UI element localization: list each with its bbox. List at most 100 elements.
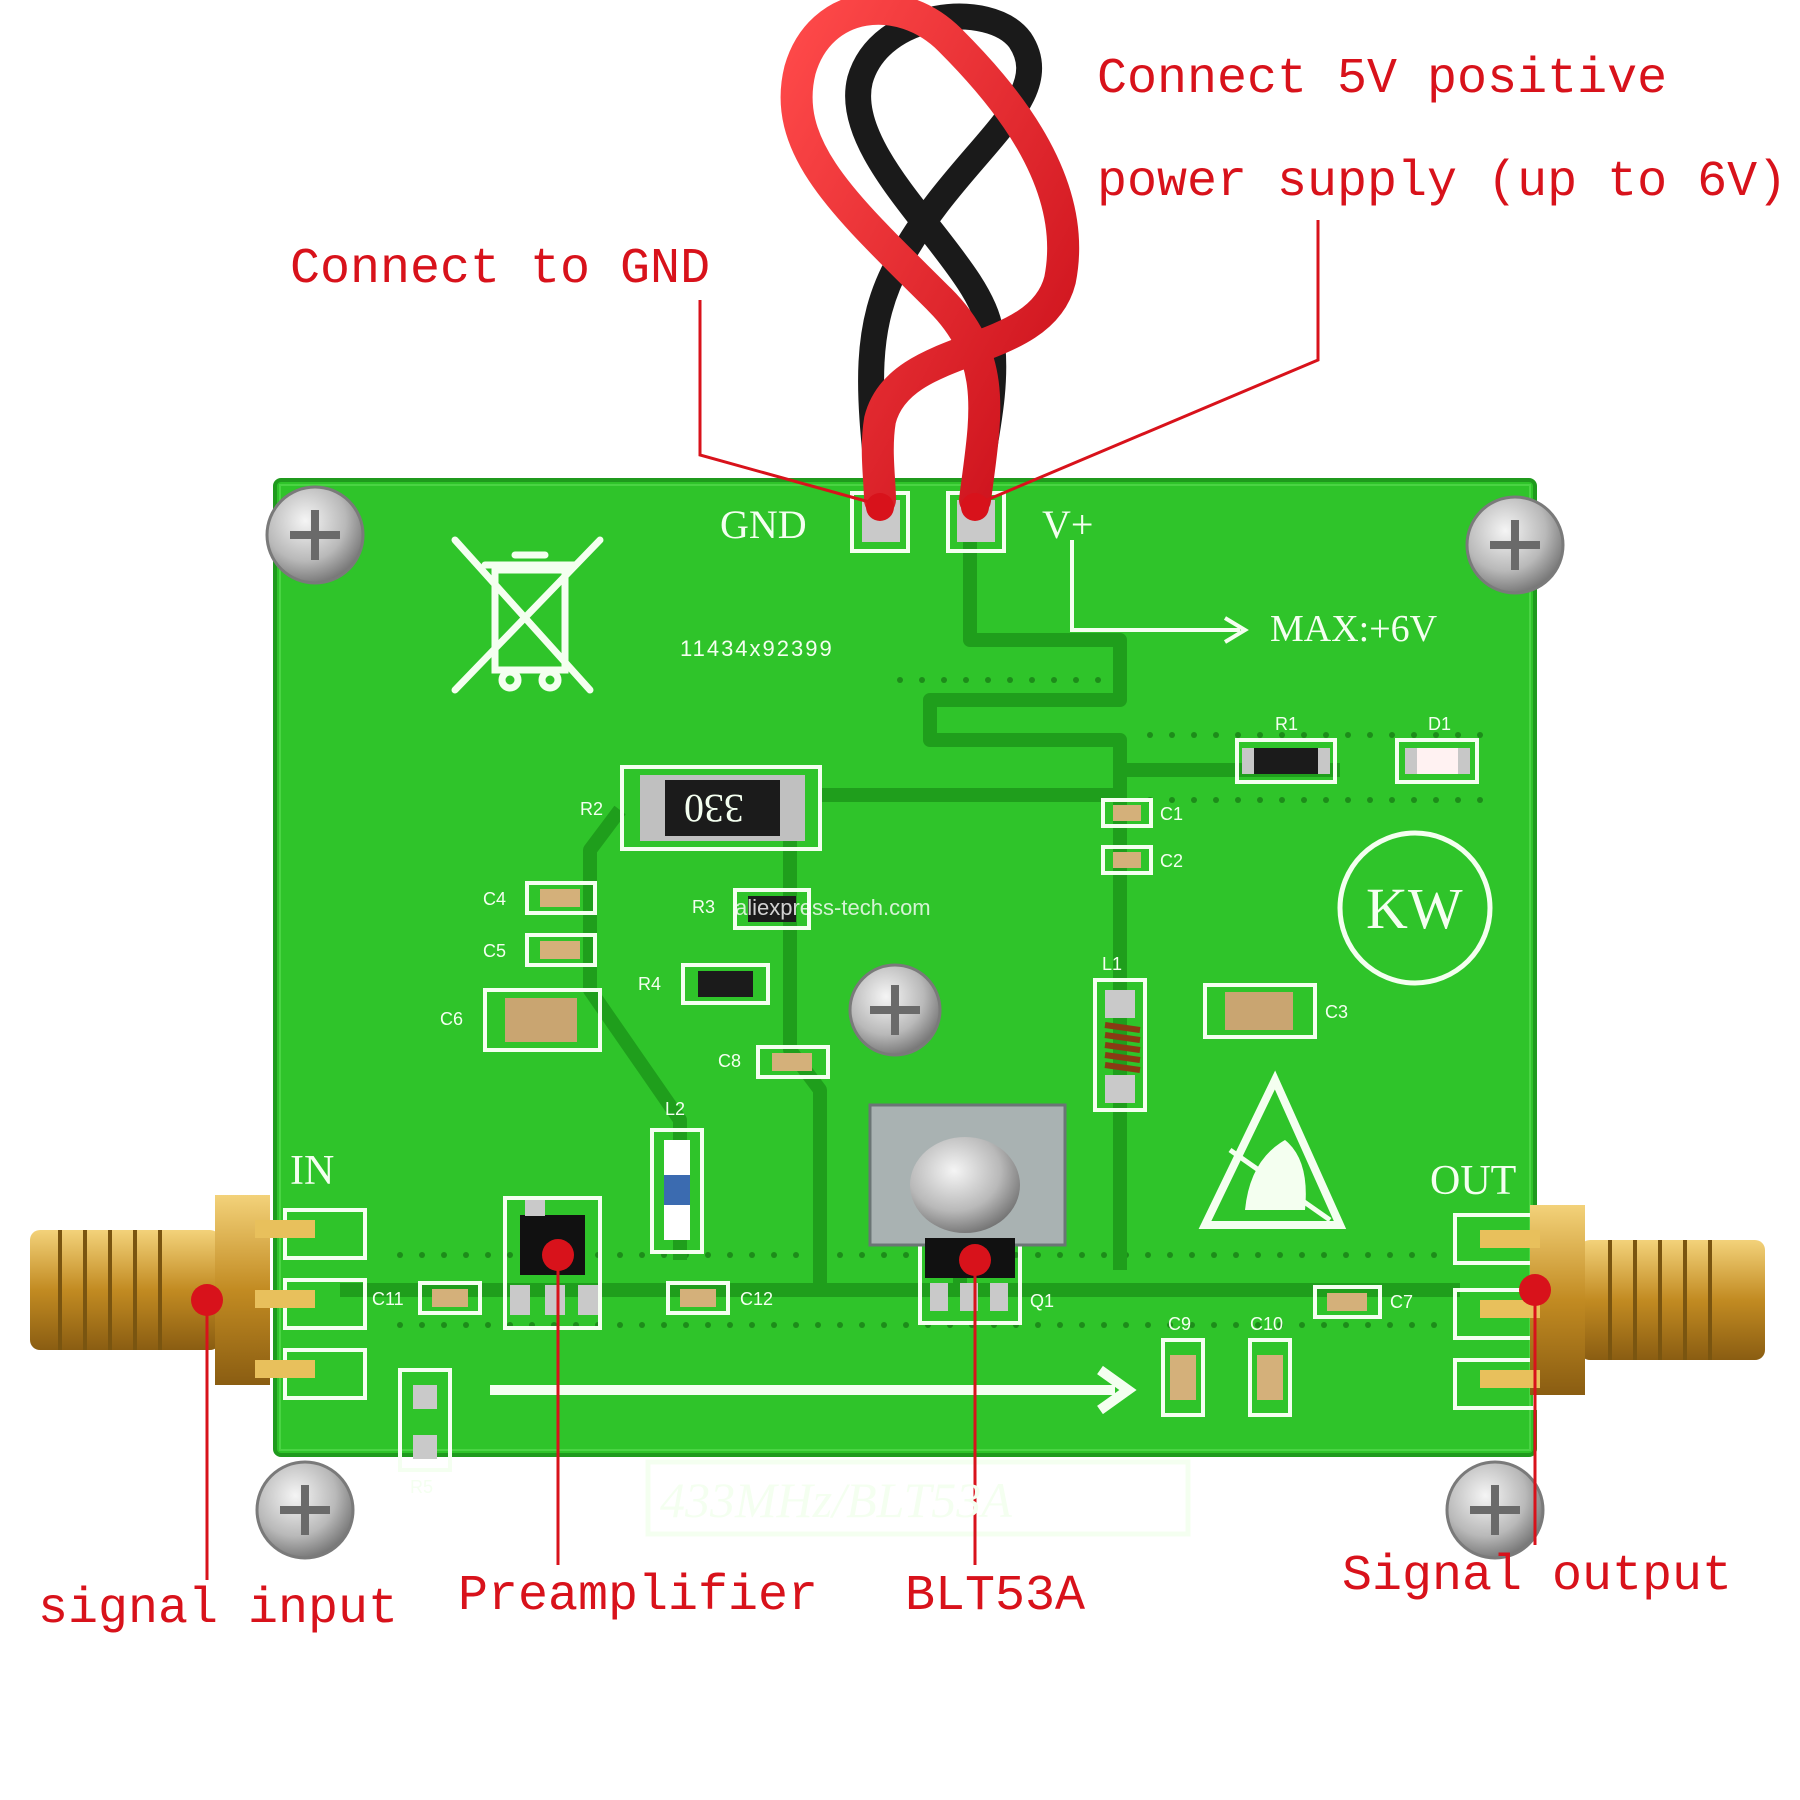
- via-dot: [507, 1252, 513, 1258]
- via-dot: [617, 1322, 623, 1328]
- via-dot: [727, 1252, 733, 1258]
- vplus-label: V+: [1042, 502, 1094, 547]
- via-dot: [639, 1322, 645, 1328]
- designator-q1: Q1: [1030, 1291, 1055, 1311]
- via-dot: [441, 1252, 447, 1258]
- designator-r4: R4: [638, 974, 662, 994]
- via-dot: [903, 1322, 909, 1328]
- via-dot: [1277, 1322, 1283, 1328]
- via-dot: [1411, 797, 1417, 803]
- designator-c5: C5: [483, 941, 507, 961]
- via-dot: [815, 1322, 821, 1328]
- via-dot: [1235, 732, 1241, 738]
- designator-c4: C4: [483, 889, 507, 909]
- designator-c6: C6: [440, 1009, 464, 1029]
- callout-vplus-line2: power supply (up to 6V): [1097, 154, 1788, 211]
- via-dot: [1279, 797, 1285, 803]
- via-dot: [397, 1322, 403, 1328]
- via-dot: [793, 1252, 799, 1258]
- designator-r1: R1: [1275, 714, 1299, 734]
- via-dot: [1279, 732, 1285, 738]
- via-dot: [1235, 797, 1241, 803]
- via-dot: [1035, 1322, 1041, 1328]
- via-dot: [1057, 1252, 1063, 1258]
- via-dot: [661, 1322, 667, 1328]
- via-dot: [1409, 1322, 1415, 1328]
- via-dot: [1367, 797, 1373, 803]
- designator-c7: C7: [1390, 1292, 1414, 1312]
- input-port-label: IN: [290, 1148, 335, 1194]
- via-dot: [1323, 797, 1329, 803]
- designator-c2: C2: [1160, 851, 1184, 871]
- via-dot: [1387, 1252, 1393, 1258]
- designator-d1: D1: [1428, 714, 1452, 734]
- via-dot: [1301, 797, 1307, 803]
- via-dot: [1147, 732, 1153, 738]
- via-dot: [1145, 1322, 1151, 1328]
- via-dot: [859, 1252, 865, 1258]
- via-dot: [397, 1252, 403, 1258]
- designator-c10: C10: [1250, 1314, 1284, 1334]
- via-dot: [1433, 732, 1439, 738]
- via-dot: [1477, 732, 1483, 738]
- via-dot: [1277, 1252, 1283, 1258]
- via-dot: [1213, 732, 1219, 738]
- via-dot: [683, 1322, 689, 1328]
- designator-l1: L1: [1102, 954, 1123, 974]
- via-dot: [727, 1322, 733, 1328]
- via-dot: [1233, 1322, 1239, 1328]
- via-dot: [1477, 797, 1483, 803]
- via-dot: [881, 1322, 887, 1328]
- designator-r5: R5: [410, 1477, 434, 1497]
- via-dot: [1007, 677, 1013, 683]
- leader-lines: [205, 220, 1537, 1580]
- via-dot: [1389, 797, 1395, 803]
- via-dot: [771, 1322, 777, 1328]
- designator-l2: L2: [665, 1099, 686, 1119]
- via-dot: [1213, 797, 1219, 803]
- via-dot: [1365, 1252, 1371, 1258]
- via-dot: [463, 1252, 469, 1258]
- designator-c9: C9: [1168, 1314, 1192, 1334]
- via-dot: [1387, 1322, 1393, 1328]
- callout-blt53a: BLT53A: [905, 1568, 1086, 1625]
- via-dot: [1343, 1322, 1349, 1328]
- via-dot: [639, 1252, 645, 1258]
- via-dot: [1389, 732, 1395, 738]
- designator-c8: C8: [718, 1051, 742, 1071]
- via-dot: [1323, 732, 1329, 738]
- designator-c3: C3: [1325, 1002, 1349, 1022]
- via-dot: [463, 1322, 469, 1328]
- via-dot: [1169, 797, 1175, 803]
- designator-r3: R3: [692, 897, 716, 917]
- sma-output-connector: [1480, 1205, 1765, 1395]
- via-dot: [1257, 797, 1263, 803]
- via-dot: [419, 1322, 425, 1328]
- via-dot: [1455, 732, 1461, 738]
- corner-screws: [255, 485, 1565, 1560]
- via-dot: [1321, 1252, 1327, 1258]
- via-dot: [441, 1322, 447, 1328]
- via-dot: [837, 1322, 843, 1328]
- via-dot: [1255, 1252, 1261, 1258]
- via-dot: [1345, 732, 1351, 738]
- via-dot: [617, 1252, 623, 1258]
- via-dot: [837, 1252, 843, 1258]
- via-dot: [1411, 732, 1417, 738]
- via-dot: [941, 677, 947, 683]
- via-dot: [1301, 732, 1307, 738]
- via-dot: [1365, 1322, 1371, 1328]
- callout-signal-input: signal input: [38, 1581, 399, 1638]
- via-dot: [485, 1322, 491, 1328]
- via-dot: [1233, 1252, 1239, 1258]
- via-dot: [1343, 1252, 1349, 1258]
- via-dot: [705, 1252, 711, 1258]
- via-dot: [705, 1322, 711, 1328]
- via-dot: [859, 1322, 865, 1328]
- via-dot: [1079, 1322, 1085, 1328]
- weee-bin-icon: [451, 536, 604, 694]
- via-dots: [397, 677, 1483, 1328]
- via-dot: [1189, 1252, 1195, 1258]
- via-dot: [1051, 677, 1057, 683]
